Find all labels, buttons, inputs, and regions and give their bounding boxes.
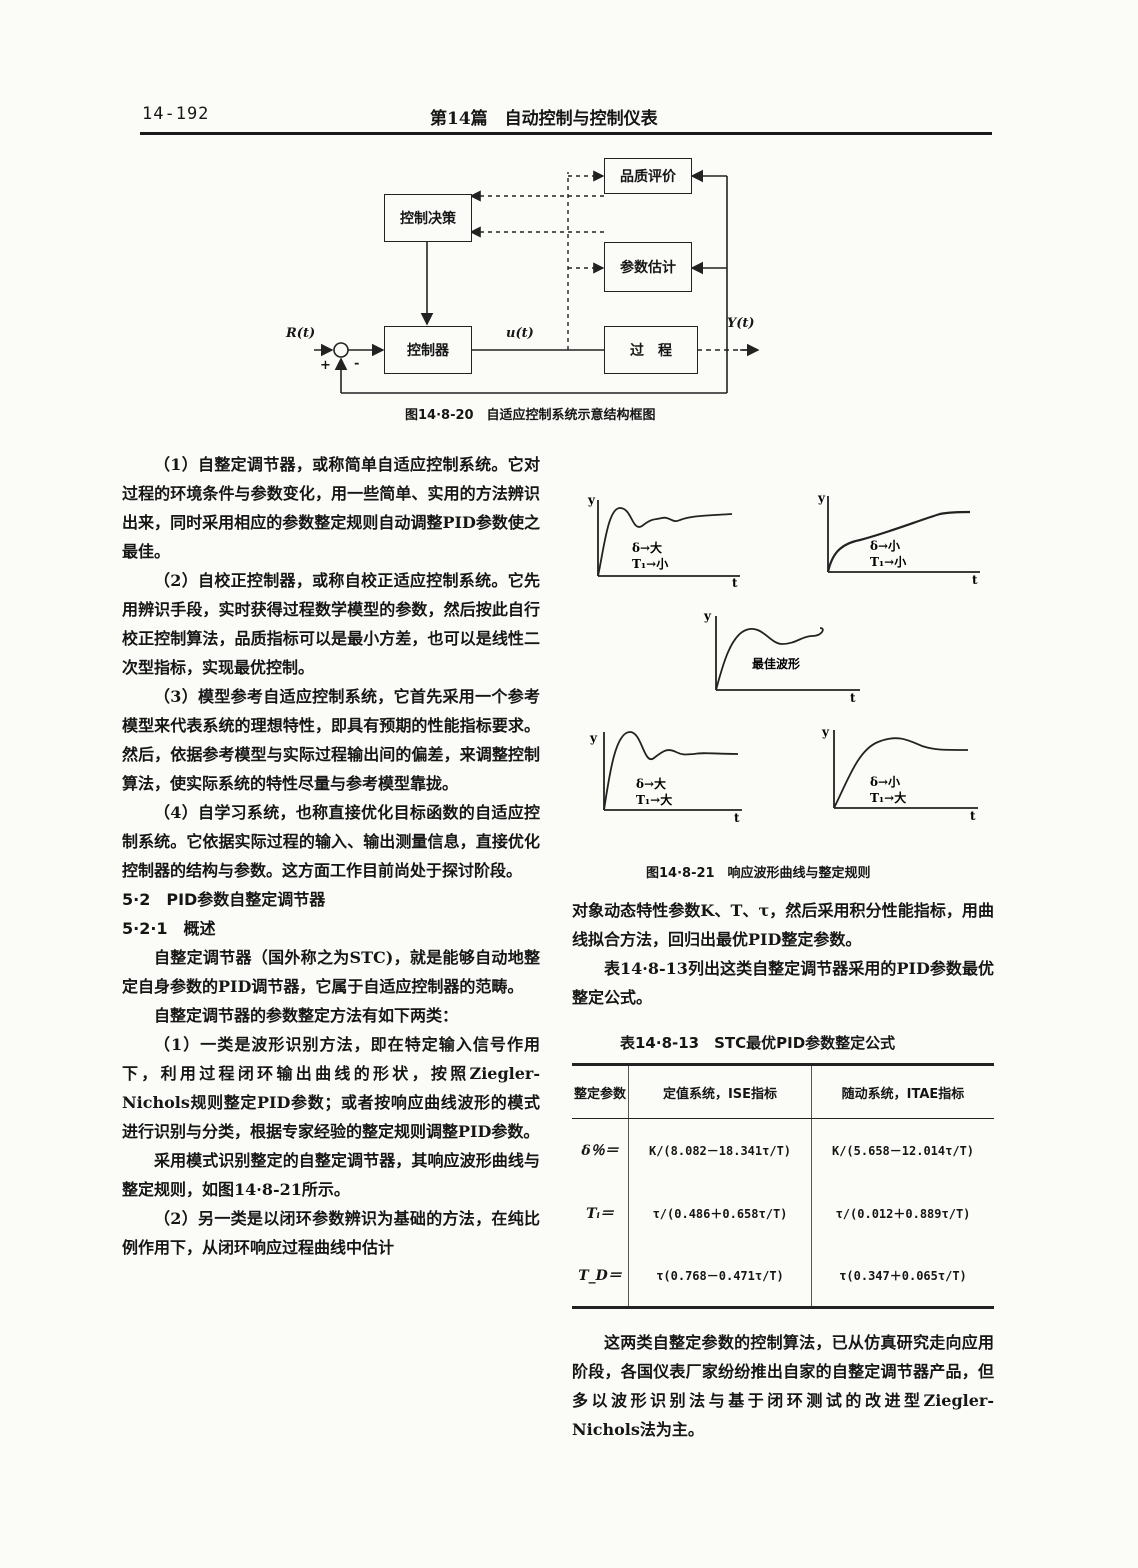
plot-t-label: t xyxy=(970,809,976,823)
best-waveform-label: 最佳波形 xyxy=(752,656,800,671)
figure-21-caption: 图14·8-21 响应波形曲线与整定规则 xyxy=(646,866,871,881)
rule-ti: T₁→大 xyxy=(636,792,672,807)
para-self-correcting: （2）自校正控制器，或称自校正适应控制系统。它先用辨识手段，实时获得过程数学模型… xyxy=(122,571,540,677)
controller-box: 控制器 xyxy=(384,326,472,374)
table-row: δ％＝ K/(8.082－18.341τ/T) K/(5.658－12.014τ… xyxy=(572,1118,994,1182)
para-dynamic-params: 对象动态特性参数K、T、τ，然后采用积分性能指标，用曲线拟合方法，回归出最优PI… xyxy=(572,901,994,949)
rule-ti: T₁→大 xyxy=(870,790,906,805)
table-row: T_D＝ τ(0.768－0.471τ/T) τ(0.347＋0.065τ/T) xyxy=(572,1244,994,1308)
quality-evaluation-box: 品质评价 xyxy=(604,158,692,194)
plot-bottom-left: y t δ→大 T₁→大 xyxy=(589,731,742,824)
rule-delta: δ→大 xyxy=(636,776,666,791)
table-caption: 表14·8-13 STC最优PID参数整定公式 xyxy=(620,1034,896,1052)
plot-t-label: t xyxy=(734,811,740,824)
table-row: Tᵢ＝ τ/(0.486＋0.658τ/T) τ/(0.012＋0.889τ/T… xyxy=(572,1181,994,1245)
plot-t-label: t xyxy=(972,573,978,587)
minus-sign: - xyxy=(354,356,360,371)
plot-y-label: y xyxy=(587,493,596,507)
header-rule xyxy=(140,132,992,135)
process-box: 过 程 xyxy=(604,326,698,374)
control-decision-box: 控制决策 xyxy=(384,194,472,242)
parameter-estimate-box: 参数估计 xyxy=(604,242,692,292)
rule-ti: T₁→小 xyxy=(870,554,906,569)
plot-top-left: y t δ→大 T₁→小 xyxy=(587,493,740,588)
section-5-2-heading: 5·2 PID参数自整定调节器 xyxy=(122,890,326,909)
right-column-bottom: 这两类自整定参数的控制算法，已从仿真研究走向应用阶段，各国仪表厂家纷纷推出自家的… xyxy=(572,1328,994,1444)
right-column-top: 对象动态特性参数K、T、τ，然后采用积分性能指标，用曲线拟合方法，回归出最优PI… xyxy=(572,896,994,1012)
chapter-title: 第14篇 自动控制与控制仪表 xyxy=(430,109,658,129)
para-stc-intro: 自整定调节器（国外称之为STC)，就是能够自动地整定自身参数的PID调节器，它属… xyxy=(122,948,540,996)
para-waveform: （1）一类是波形识别方法，即在特定输入信号作用下，利用过程闭环输出曲线的形状，按… xyxy=(122,1035,540,1141)
plot-top-right: y t δ→小 T₁→小 xyxy=(817,491,980,587)
plot-bottom-right: y t δ→小 T₁→大 xyxy=(821,725,978,823)
figure-20-caption: 图14·8-20 自适应控制系统示意结构框图 xyxy=(405,408,656,423)
para-pattern: 采用模式识别整定的自整定调节器，其响应波形曲线与整定规则，如图14·8-21所示… xyxy=(122,1151,540,1199)
plus-sign: + xyxy=(320,358,331,373)
ise-formula: τ(0.768－0.471τ/T) xyxy=(628,1244,812,1308)
plot-y-label: y xyxy=(821,725,830,739)
ise-formula: τ/(0.486＋0.658τ/T) xyxy=(628,1181,812,1245)
plot-t-label: t xyxy=(732,576,738,588)
page-number: 14-192 xyxy=(142,104,210,124)
para-closing: 这两类自整定参数的控制算法，已从仿真研究走向应用阶段，各国仪表厂家纷纷推出自家的… xyxy=(572,1333,994,1439)
para-two-methods: 自整定调节器的参数整定方法有如下两类： xyxy=(154,1006,459,1025)
ise-formula: K/(8.082－18.341τ/T) xyxy=(628,1118,812,1182)
itae-formula: τ(0.347＋0.065τ/T) xyxy=(811,1244,994,1308)
left-column: （1）自整定调节器，或称简单自适应控制系统。它对过程的环境条件与参数变化，用一些… xyxy=(122,450,540,1262)
itae-formula: K/(5.658－12.014τ/T) xyxy=(811,1118,994,1182)
header-param: 整定参数 xyxy=(572,1064,629,1119)
plot-best: y t 最佳波形 xyxy=(703,609,860,705)
plot-y-label: y xyxy=(703,609,712,623)
rule-delta: δ→大 xyxy=(632,540,662,555)
para-self-tuning: （1）自整定调节器，或称简单自适应控制系统。它对过程的环境条件与参数变化，用一些… xyxy=(122,455,540,561)
section-5-2-1-heading: 5·2·1 概述 xyxy=(122,919,216,938)
para-model-reference: （3）模型参考自适应控制系统，它首先采用一个参考模型来代表系统的理想特性，即具有… xyxy=(122,687,540,793)
row-symbol: δ％＝ xyxy=(581,1143,619,1160)
row-symbol: Tᵢ＝ xyxy=(586,1206,614,1222)
row-symbol: T_D＝ xyxy=(578,1268,622,1285)
plot-y-label: y xyxy=(589,731,598,745)
header-itae: 随动系统，ITAE指标 xyxy=(811,1064,994,1119)
block-diagram-lines xyxy=(314,169,760,394)
rule-ti: T₁→小 xyxy=(632,556,668,571)
rule-delta: δ→小 xyxy=(870,538,900,553)
stc-formula-table: 整定参数 定值系统，ISE指标 随动系统，ITAE指标 δ％＝ K/(8.082… xyxy=(572,1063,994,1309)
header-ise: 定值系统，ISE指标 xyxy=(628,1064,812,1119)
itae-formula: τ/(0.012＋0.889τ/T) xyxy=(811,1181,994,1245)
ref-input-label: R(t) xyxy=(286,326,316,341)
rule-delta: δ→小 xyxy=(870,774,900,789)
plot-t-label: t xyxy=(850,691,856,705)
output-label: Y(t) xyxy=(727,316,755,331)
para-identification: （2）另一类是以闭环参数辨识为基础的方法，在纯比例作用下，从闭环响应过程曲线中估… xyxy=(122,1209,540,1257)
plot-y-label: y xyxy=(817,491,826,505)
para-table-intro: 表14·8-13列出这类自整定调节器采用的PID参数最优整定公式。 xyxy=(572,959,994,1007)
control-signal-label: u(t) xyxy=(506,326,534,341)
para-self-learning: （4）自学习系统，也称直接优化目标函数的自适应控制系统。它依据实际过程的输入、输… xyxy=(122,803,540,880)
